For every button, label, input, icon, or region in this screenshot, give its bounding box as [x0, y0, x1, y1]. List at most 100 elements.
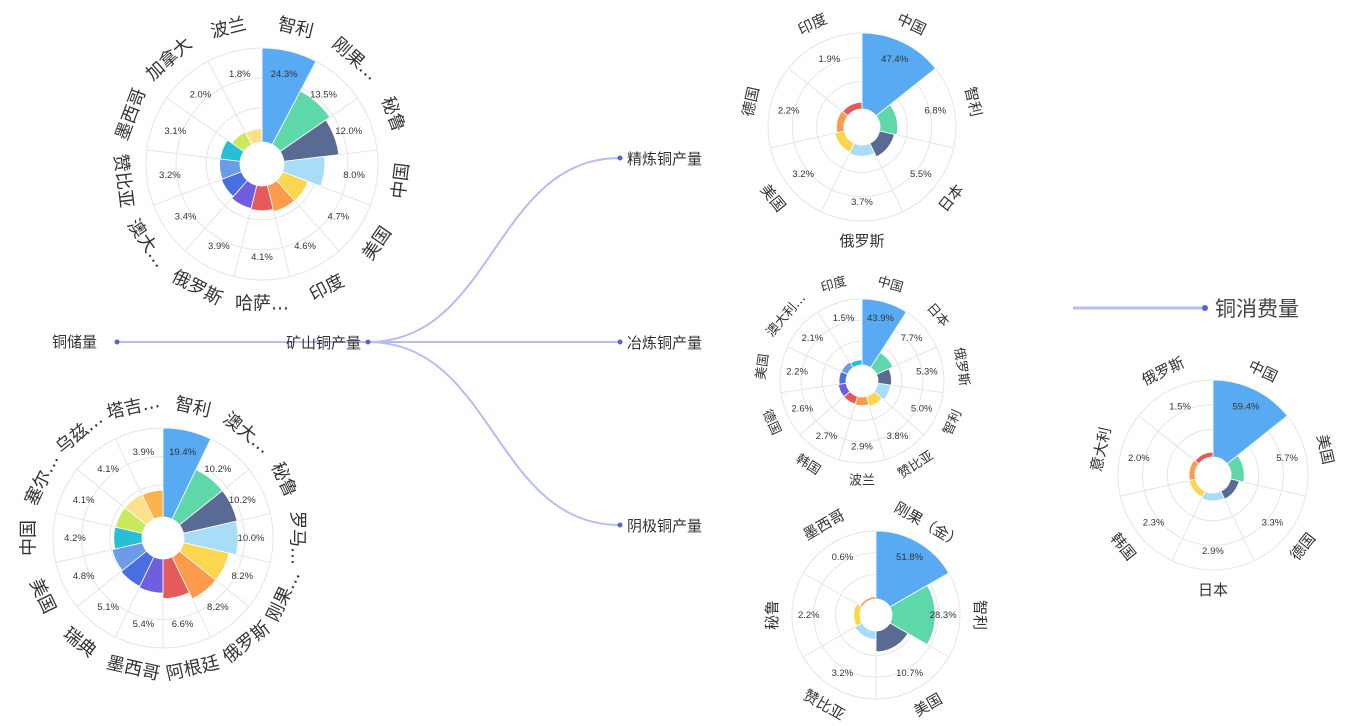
grid-spoke	[787, 346, 848, 375]
rose-segment[interactable]	[182, 520, 239, 556]
node-label-cathode[interactable]: 阴极铜产量	[627, 517, 702, 535]
percent-label: 5.0%	[911, 403, 933, 414]
rose-segment[interactable]	[870, 351, 894, 375]
percent-label: 5.4%	[133, 619, 155, 630]
category-label: 澳大…	[123, 215, 171, 271]
rose-segment[interactable]	[231, 179, 258, 209]
rose-segment[interactable]	[889, 584, 936, 646]
rose-segment[interactable]	[141, 489, 164, 520]
rose-segment[interactable]	[861, 298, 907, 369]
rose-segment[interactable]	[837, 382, 851, 398]
rose-segment[interactable]	[250, 184, 274, 212]
percent-label: 2.7%	[816, 431, 838, 442]
grid-spoke	[866, 396, 886, 460]
category-label: 赞比亚	[896, 448, 937, 482]
rose-segment[interactable]	[111, 542, 148, 572]
rose-segment[interactable]	[854, 395, 870, 406]
rose-segment[interactable]	[854, 622, 877, 640]
node-dot-refined[interactable]	[617, 155, 623, 161]
category-label: 波兰	[209, 14, 249, 43]
rose-segment[interactable]	[866, 390, 883, 407]
rose-segment[interactable]	[282, 155, 326, 187]
percent-label: 43.9%	[867, 313, 894, 324]
node-dot-reserves[interactable]	[114, 339, 120, 345]
category-label: 日本	[1198, 581, 1228, 599]
category-label: 乌兹…	[52, 408, 107, 458]
node-dot-consumption[interactable]	[1202, 305, 1208, 311]
category-label: 墨西哥	[112, 85, 151, 143]
rose-segment[interactable]	[1226, 454, 1245, 483]
percent-label: 3.4%	[175, 212, 197, 223]
rose-segment[interactable]	[266, 179, 296, 213]
percent-label: 3.3%	[1262, 517, 1284, 528]
rose-segment[interactable]	[113, 526, 144, 550]
rose-segment[interactable]	[842, 101, 863, 117]
rose-chart-cathode: 51.8%刚果（金）28.3%智利10.7%美国3.2%赞比亚2.2%秘鲁0.6…	[763, 498, 989, 724]
rose-segment[interactable]	[840, 361, 854, 375]
node-label-smelting[interactable]: 冶炼铜产量	[627, 334, 702, 352]
rose-segment[interactable]	[876, 368, 892, 386]
category-label: 中国	[19, 520, 40, 556]
category-label: 俄罗斯	[1139, 354, 1187, 390]
rose-segment[interactable]	[171, 550, 217, 600]
percent-label: 59.4%	[1233, 402, 1260, 413]
node-label-mine[interactable]: 矿山铜产量	[286, 334, 361, 352]
rose-segment[interactable]	[219, 139, 245, 162]
rose-segment[interactable]	[1212, 379, 1288, 465]
percent-label: 4.8%	[73, 571, 95, 582]
rose-segment[interactable]	[231, 131, 253, 153]
percent-label: 6.6%	[172, 619, 194, 630]
rose-segment[interactable]	[875, 104, 899, 136]
node-dot-smelting[interactable]	[617, 339, 623, 345]
category-label: 罗马…	[287, 511, 308, 565]
rose-segment[interactable]	[279, 119, 340, 162]
rose-segment[interactable]	[1188, 478, 1206, 498]
rose-segment[interactable]	[1201, 490, 1225, 502]
rose-segment[interactable]	[836, 110, 849, 134]
rose-segment[interactable]	[869, 130, 895, 158]
category-label: 美国	[911, 690, 946, 721]
rose-segment[interactable]	[271, 90, 331, 153]
percent-label: 2.0%	[1128, 453, 1150, 464]
rose-segment[interactable]	[219, 158, 242, 180]
node-label-refined[interactable]: 精炼铜产量	[627, 150, 702, 168]
rose-segment[interactable]	[1188, 459, 1200, 481]
rose-segment[interactable]	[162, 556, 190, 600]
rose-segment[interactable]	[1194, 451, 1214, 465]
rose-segment[interactable]	[178, 490, 238, 534]
category-label: 瑞典	[59, 623, 100, 662]
rose-segment[interactable]	[138, 556, 164, 594]
category-label: 中国	[876, 274, 905, 296]
rose-segment[interactable]	[849, 359, 863, 369]
node-dot-cathode[interactable]	[617, 522, 623, 528]
rose-segment[interactable]	[859, 596, 877, 608]
percent-label: 28.3%	[930, 610, 957, 621]
node-label-consumption[interactable]: 铜消费量	[1215, 297, 1299, 321]
rose-segment[interactable]	[1220, 478, 1240, 500]
rose-segment[interactable]	[162, 427, 212, 520]
category-label: 智利	[961, 85, 985, 118]
rose-segment[interactable]	[875, 622, 909, 653]
grid-spoke	[1120, 478, 1196, 497]
node-dot-mine[interactable]	[365, 339, 371, 345]
rose-segment[interactable]	[220, 171, 248, 198]
rose-segment[interactable]	[276, 171, 309, 202]
percent-label: 2.2%	[786, 367, 808, 378]
rose-segment[interactable]	[124, 493, 155, 526]
rose-segment[interactable]	[848, 142, 876, 157]
rose-segment[interactable]	[875, 530, 950, 608]
rose-segment[interactable]	[261, 47, 317, 146]
grid-spoke	[207, 61, 253, 145]
node-label-reserves[interactable]: 铜储量	[52, 333, 97, 351]
rose-segment[interactable]	[245, 128, 263, 146]
rose-segment[interactable]	[834, 130, 855, 153]
percent-label: 19.4%	[169, 447, 196, 458]
category-label: 加拿大	[141, 33, 196, 85]
rose-segment[interactable]	[861, 32, 937, 117]
rose-segment[interactable]	[120, 550, 155, 587]
category-label: 哈萨…	[235, 294, 289, 315]
rose-segment[interactable]	[873, 382, 892, 401]
rose-segment[interactable]	[853, 603, 863, 627]
percent-label: 2.2%	[798, 610, 820, 621]
